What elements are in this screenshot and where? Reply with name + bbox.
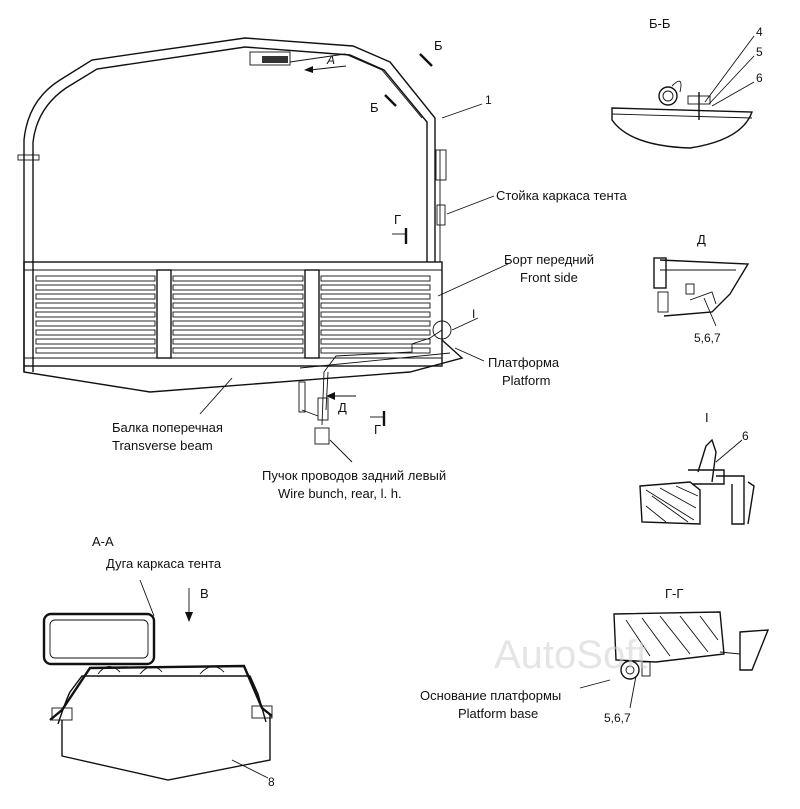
ref-number-5: 5 (756, 45, 763, 59)
label-wire-bunch-ru: Пучок проводов задний левый (262, 468, 446, 483)
transverse-beam (23, 339, 464, 393)
board-slat (172, 347, 304, 354)
section-aa (42, 579, 273, 781)
board-slat (320, 293, 431, 300)
board-slat (35, 275, 156, 282)
ref-numbers-567-gg: 5,6,7 (604, 711, 631, 725)
wire-bunch (289, 53, 452, 445)
board-slat (320, 275, 431, 282)
label-beam-ru: Балка поперечная (112, 420, 223, 435)
label-post-ru: Стойка каркаса тента (496, 188, 628, 203)
ref-numbers-567-d: 5,6,7 (694, 331, 721, 345)
board-slat (35, 284, 156, 291)
label-front-side-en: Front side (520, 270, 578, 285)
board-slat (172, 311, 304, 318)
board-slat (172, 320, 304, 327)
leader-lines (199, 103, 509, 463)
board-slat (172, 284, 304, 291)
label-platform-base-en: Platform base (458, 706, 538, 721)
board-slat (172, 338, 304, 345)
ref-number-1: 1 (485, 93, 492, 107)
cut-label-b-bottom: Б (370, 100, 379, 115)
cut-label-b-top: Б (434, 38, 443, 53)
board-slat (172, 275, 304, 282)
label-arch-ru: Дуга каркаса тента (106, 556, 222, 571)
board-slat (35, 347, 156, 354)
ref-number-6-i: 6 (742, 429, 749, 443)
board-slat (35, 311, 156, 318)
label-platform-ru: Платформа (488, 355, 560, 370)
board-slat (35, 320, 156, 327)
section-title-i: I (705, 410, 709, 425)
cut-markers (304, 53, 433, 426)
board-slat (172, 302, 304, 309)
board-slat (320, 329, 431, 336)
label-beam-en: Transverse beam (112, 438, 213, 453)
label-front-side-ru: Борт передний (504, 252, 594, 267)
front-side-board (23, 261, 443, 367)
board-slat (320, 284, 431, 291)
cut-label-g-top: Г (394, 212, 401, 227)
ref-number-4: 4 (756, 25, 763, 39)
label-platform-en: Platform (502, 373, 550, 388)
board-slat (35, 329, 156, 336)
section-title-d: Д (697, 232, 706, 247)
board-slat (320, 338, 431, 345)
tent-frame-arch (17, 37, 436, 372)
section-bb (611, 35, 755, 149)
section-title-aa: А-А (92, 534, 114, 549)
callout-i: I (472, 307, 475, 321)
section-gg (579, 611, 770, 709)
board-slat (35, 338, 156, 345)
board-slat (172, 293, 304, 300)
section-i (639, 438, 755, 525)
label-platform-base-ru: Основание платформы (420, 688, 561, 703)
board-slat (172, 329, 304, 336)
section-d (653, 257, 750, 327)
section-title-bb: Б-Б (649, 16, 670, 31)
cut-label-g-bottom: Г (374, 422, 381, 437)
watermark: AutoSoft (494, 633, 647, 677)
arrow-label-a: А (326, 53, 335, 67)
main-view (17, 37, 509, 463)
arrow-label-d: Д (338, 400, 347, 415)
ref-number-6-bb: 6 (756, 71, 763, 85)
board-slat (35, 293, 156, 300)
board-slat (320, 311, 431, 318)
ref-number-8: 8 (268, 775, 275, 789)
board-slat (320, 302, 431, 309)
board-slat (320, 320, 431, 327)
arrow-label-v: В (200, 586, 209, 601)
label-wire-bunch-en: Wire bunch, rear, l. h. (278, 486, 402, 501)
section-title-gg: Г-Г (665, 586, 683, 601)
board-slat (35, 302, 156, 309)
board-slat (320, 347, 431, 354)
